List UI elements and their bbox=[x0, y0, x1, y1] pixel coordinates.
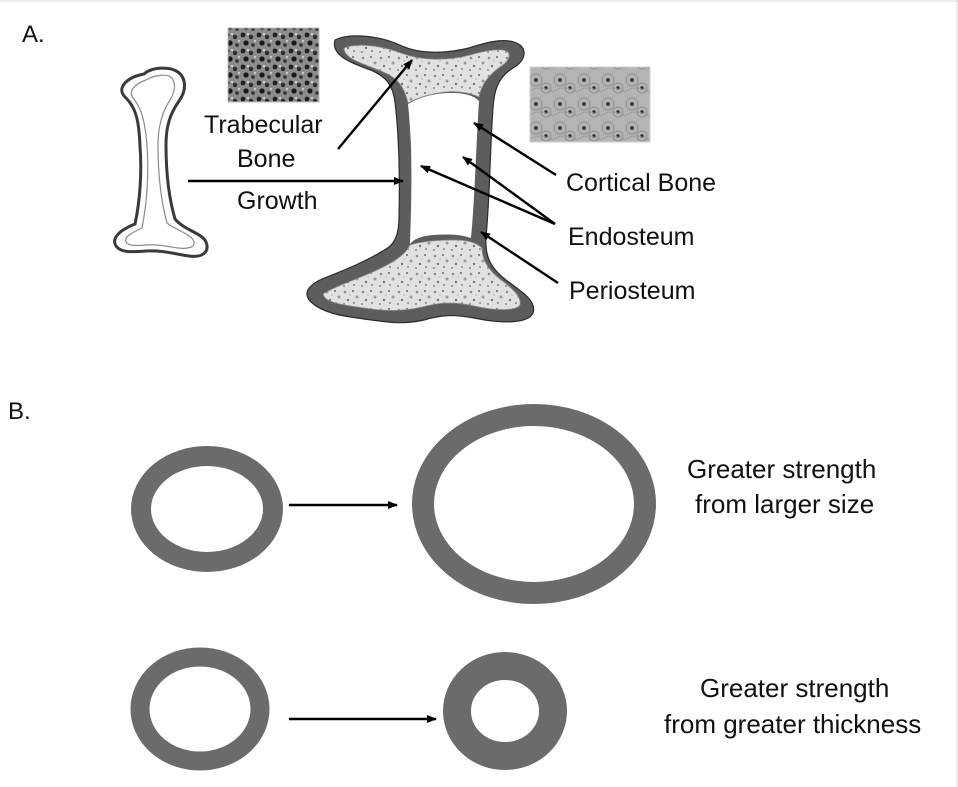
size-caption-line1: Greater strength bbox=[687, 454, 876, 484]
small-bone-outline bbox=[115, 68, 207, 256]
endosteum-label: Endosteum bbox=[568, 223, 694, 251]
panel-a-label: A. bbox=[22, 21, 45, 48]
trabecular-bone-micrograph bbox=[228, 28, 319, 102]
panel-b-label: B. bbox=[8, 398, 31, 425]
large-ring-after-size-increase bbox=[423, 415, 645, 593]
cortical-bone-micrograph bbox=[530, 67, 650, 142]
size-caption-line2: from larger size bbox=[695, 489, 874, 519]
small-ring-before-size-increase bbox=[141, 456, 273, 562]
thin-ring-before-thickness-increase bbox=[140, 657, 260, 761]
large-bone-marrow-cavity bbox=[408, 93, 479, 244]
growth-label: Growth bbox=[237, 187, 318, 215]
periosteum-label: Periosteum bbox=[569, 277, 695, 305]
thick-ring-after-thickness-increase bbox=[457, 666, 553, 756]
thickness-caption-line2: from greater thickness bbox=[664, 709, 921, 739]
trabecular-bone-label-line1: Trabecular bbox=[204, 111, 323, 139]
trabecular-bone-label-line2: Bone bbox=[237, 145, 295, 173]
cortical-bone-label: Cortical Bone bbox=[566, 169, 716, 197]
thickness-caption-line1: Greater strength bbox=[700, 673, 889, 703]
